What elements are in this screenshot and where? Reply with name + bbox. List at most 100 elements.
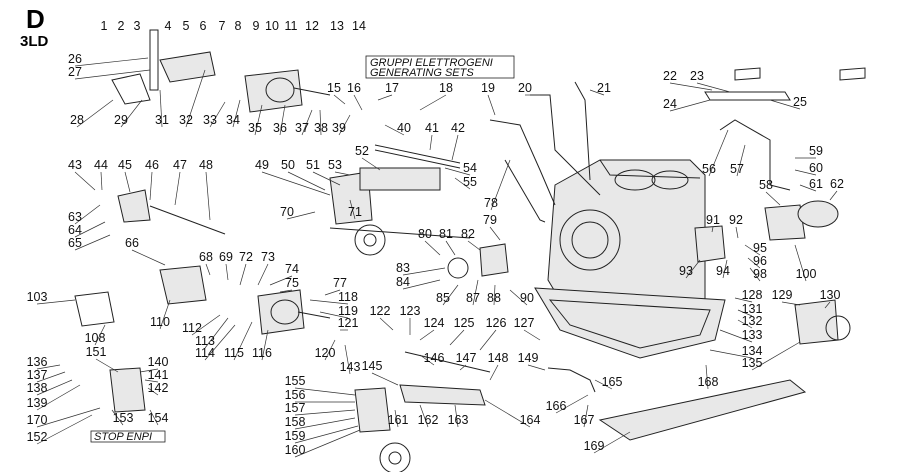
leader-135	[751, 341, 801, 371]
leader-21	[589, 89, 605, 96]
callout-132: 132	[742, 314, 763, 328]
callout-57: 57	[730, 162, 744, 176]
callout-36: 36	[273, 121, 287, 135]
callout-149: 149	[518, 351, 539, 365]
callout-4: 4	[165, 19, 172, 33]
leader-74	[269, 275, 293, 286]
leader-65	[74, 234, 111, 251]
callout-7: 7	[219, 19, 226, 33]
leader-80	[424, 240, 441, 256]
callout-18: 18	[439, 81, 453, 95]
leader-26	[74, 57, 149, 67]
leader-94	[722, 259, 728, 279]
callout-152: 152	[27, 430, 48, 444]
leader-58	[765, 191, 781, 206]
leader-143	[344, 344, 351, 375]
callout-108: 108	[85, 331, 106, 345]
leader-73	[257, 263, 269, 286]
callout-143: 143	[340, 360, 361, 374]
handle-loop-28	[111, 73, 151, 105]
callout-151: 151	[86, 345, 107, 359]
leader-48	[205, 171, 211, 221]
callout-81: 81	[439, 227, 453, 241]
callout-169: 169	[584, 439, 605, 453]
leader-42	[451, 134, 459, 161]
leader-169	[593, 431, 631, 454]
callout-10: 10	[265, 19, 279, 33]
pipe-149	[547, 367, 596, 393]
leader-170	[36, 407, 101, 428]
leader-77	[324, 289, 341, 296]
governor-housing-top	[244, 69, 331, 113]
leader-82	[467, 240, 481, 251]
leader-56	[708, 129, 729, 177]
callout-19: 19	[481, 81, 495, 95]
callout-155: 155	[285, 374, 306, 388]
leader-22	[669, 82, 713, 91]
stop-enpi-label: STOP ENPI	[94, 431, 152, 443]
leader-120	[324, 339, 336, 361]
callout-91: 91	[706, 213, 720, 227]
leader-160	[294, 429, 361, 458]
leader-23	[696, 82, 731, 93]
leader-16	[353, 94, 363, 111]
leader-158	[294, 417, 356, 430]
callout-123: 123	[400, 304, 421, 318]
pump-93	[694, 225, 726, 263]
leader-114	[204, 324, 236, 361]
callout-23: 23	[690, 69, 704, 83]
callout-2: 2	[118, 19, 125, 33]
callout-32: 32	[179, 113, 193, 127]
leader-165	[594, 379, 613, 390]
leader-72	[239, 263, 247, 286]
leader-148	[489, 364, 499, 381]
callout-83: 83	[396, 261, 410, 275]
callout-52: 52	[355, 144, 369, 158]
pipe-56-57	[719, 119, 791, 191]
callout-16: 16	[347, 81, 361, 95]
rod-41	[374, 144, 461, 169]
callout-78: 78	[484, 196, 498, 210]
leader-164	[484, 399, 531, 428]
callout-59: 59	[809, 144, 823, 158]
callout-127: 127	[514, 316, 535, 330]
leader-25	[769, 99, 801, 110]
governor-housing-mid	[257, 289, 331, 335]
callout-113: 113	[195, 334, 215, 348]
callout-53: 53	[328, 158, 342, 172]
oil-sump	[534, 287, 726, 359]
callout-141: 141	[148, 368, 169, 382]
callout-88: 88	[487, 291, 501, 305]
leader-52	[361, 157, 381, 171]
leader-33	[209, 101, 226, 128]
leader-149	[527, 364, 546, 371]
callout-58: 58	[759, 178, 773, 192]
callout-135: 135	[742, 356, 763, 370]
leader-132	[737, 319, 753, 329]
leader-162	[419, 404, 429, 428]
generating-sets-label-en: GENERATING SETS	[370, 67, 474, 79]
callout-112: 112	[182, 321, 202, 335]
leader-95	[744, 244, 761, 256]
leader-119	[319, 311, 349, 319]
callout-116: 116	[252, 346, 272, 360]
leader-90	[509, 289, 528, 306]
leader-19	[487, 94, 496, 116]
leader-64	[74, 221, 106, 238]
leader-139	[36, 384, 81, 411]
leader-84	[402, 279, 441, 290]
callout-167: 167	[574, 413, 595, 427]
leader-166	[555, 394, 589, 414]
callout-43: 43	[68, 158, 82, 172]
callout-156: 156	[285, 388, 306, 402]
leader-157	[294, 409, 356, 416]
callout-68: 68	[199, 250, 213, 264]
leader-32	[185, 69, 206, 128]
leader-79	[489, 226, 501, 241]
callout-22: 22	[663, 69, 677, 83]
leader-17	[377, 94, 393, 101]
callout-165: 165	[602, 375, 623, 389]
bracket-155	[354, 387, 391, 433]
